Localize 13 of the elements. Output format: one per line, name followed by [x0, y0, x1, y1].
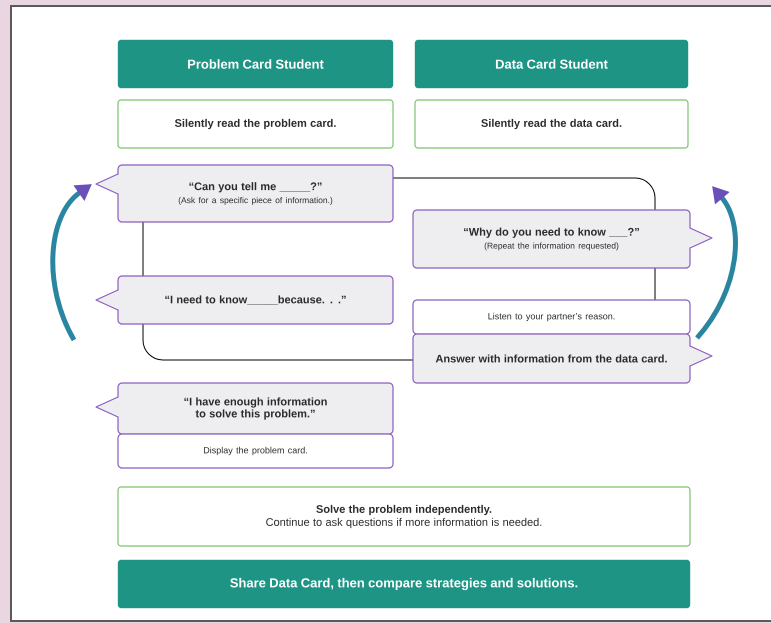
speech-bubble: Answer with information from the data card.	[412, 333, 713, 384]
instruction-box: Listen to your partner’s reason.	[412, 299, 691, 335]
header-box: Data Card Student	[414, 40, 688, 88]
header-box: Problem Card Student	[118, 40, 394, 88]
step-box: Silently read the problem card.	[117, 99, 394, 149]
step-box: Silently read the data card.	[414, 99, 689, 149]
speech-bubble: “I have enough information to solve this problem.”	[95, 382, 394, 435]
header-box: Share Data Card, then compare strategies and solutions.	[118, 560, 690, 608]
speech-bubble: “Why do you need to know ___?” (Repeat the information requested)	[412, 209, 713, 269]
step-box: Solve the problem independently. Continue to ask questions if more information is needed.	[117, 486, 691, 547]
speech-bubble: “Can you tell me _____?” (Ask for a specific piece of information.)	[95, 164, 394, 223]
speech-bubble: “I need to know_____because. . .”	[95, 275, 394, 325]
instruction-box: Display the problem card.	[117, 433, 394, 469]
